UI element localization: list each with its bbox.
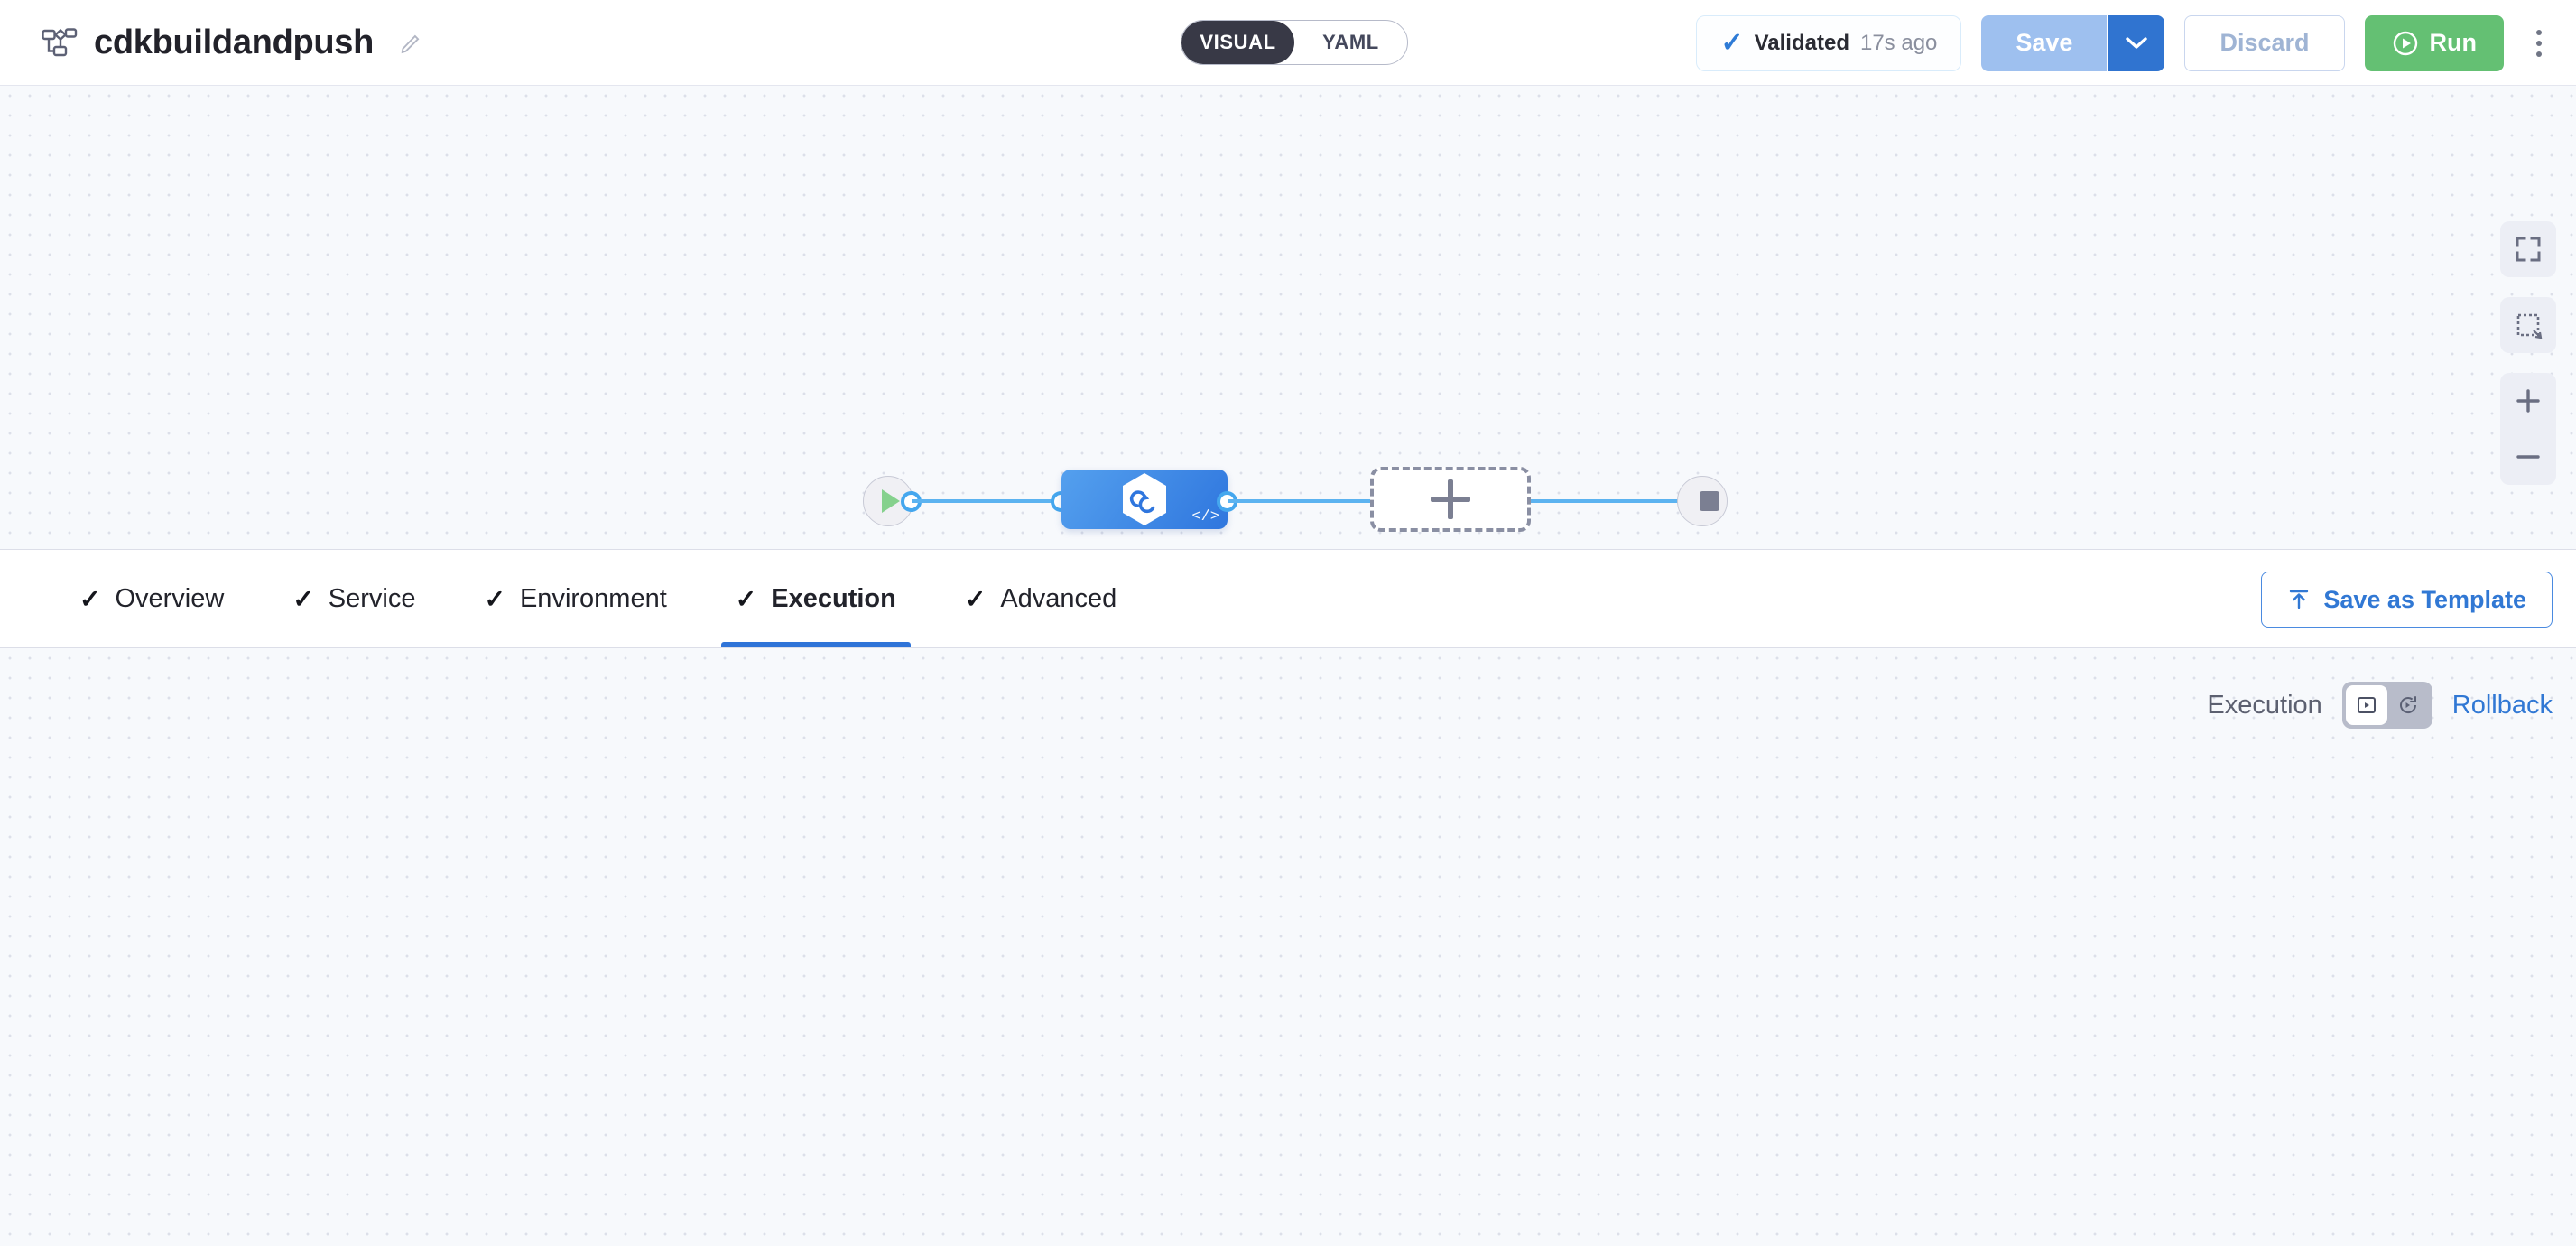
stage-tab-bar: ✓ Overview ✓ Service ✓ Environment ✓ Exe…: [0, 549, 2576, 648]
play-start-icon: [881, 489, 900, 513]
run-label: Run: [2429, 29, 2477, 56]
status-badge: ✓ Validated 17s ago: [1696, 14, 1962, 71]
stage-code-badge: </>: [1191, 508, 1219, 525]
tab-label: Advanced: [1000, 583, 1117, 613]
tab-label: Overview: [115, 583, 225, 613]
save-split-button[interactable]: Save: [1981, 14, 2165, 71]
check-icon: ✓: [964, 584, 987, 613]
save-as-template-label: Save as Template: [2323, 585, 2526, 613]
app-header: cdkbuildandpush VISUAL YAML ✓ Validated …: [0, 0, 2576, 86]
rollback-view-icon[interactable]: [2387, 685, 2429, 725]
check-icon: ✓: [79, 584, 101, 613]
mode-option-visual[interactable]: VISUAL: [1181, 21, 1294, 64]
execution-view-icon[interactable]: [2345, 685, 2387, 725]
header-actions: ✓ Validated 17s ago Save Discard Run: [1696, 0, 2554, 86]
execution-canvas[interactable]: Execution Rollback: [0, 648, 2576, 1246]
plus-icon[interactable]: [2500, 373, 2556, 429]
fullscreen-icon[interactable]: [2500, 221, 2556, 277]
execution-label: Execution: [2207, 690, 2322, 720]
link-stage-to-addstage: [1228, 499, 1372, 503]
rollback-label[interactable]: Rollback: [2451, 690, 2553, 720]
save-button[interactable]: Save: [1981, 14, 2109, 71]
validated-time: 17s ago: [1859, 30, 1938, 55]
tab-label: Execution: [771, 583, 896, 613]
header-left: cdkbuildandpush: [0, 23, 422, 62]
pipeline-canvas[interactable]: </> ckd Add Stage: [0, 86, 2576, 600]
check-icon: ✓: [1720, 27, 1744, 58]
tab-label: Service: [328, 583, 416, 613]
validated-label: Validated: [1754, 30, 1849, 55]
mode-toggle[interactable]: VISUAL YAML: [1181, 20, 1408, 65]
tab-overview[interactable]: ✓ Overview: [45, 550, 258, 647]
pipeline-graph-icon: [42, 28, 78, 57]
tab-label: Environment: [519, 583, 667, 613]
link-addstage-to-end: [1531, 499, 1691, 503]
kebab-menu-icon[interactable]: [2524, 15, 2554, 71]
run-button[interactable]: Run: [2364, 14, 2504, 71]
stage-node-ckd[interactable]: </>: [1061, 470, 1228, 529]
tab-service[interactable]: ✓ Service: [258, 550, 449, 647]
harness-hexagon-icon: [1123, 473, 1166, 525]
link-start-to-stage: [912, 499, 1060, 503]
save-as-template-button[interactable]: Save as Template: [2261, 572, 2553, 628]
tab-environment[interactable]: ✓ Environment: [450, 550, 701, 647]
exec-mode-switch[interactable]: [2341, 682, 2432, 729]
zoom-controls: [2500, 373, 2556, 485]
check-icon: ✓: [735, 584, 757, 613]
tab-advanced[interactable]: ✓ Advanced: [931, 550, 1151, 647]
mode-option-yaml[interactable]: YAML: [1322, 31, 1379, 53]
page-title: cdkbuildandpush: [94, 23, 375, 61]
tab-execution[interactable]: ✓ Execution: [701, 550, 931, 647]
execution-rollback-toggle: Execution Rollback: [2207, 682, 2553, 729]
minus-icon[interactable]: [2500, 429, 2556, 485]
pencil-edit-icon[interactable]: [399, 31, 422, 54]
canvas-controls: [2500, 221, 2556, 485]
pipeline-end-node[interactable]: [1677, 476, 1728, 526]
play-circle-icon: [2393, 31, 2417, 55]
marquee-select-icon[interactable]: [2500, 297, 2556, 353]
add-stage-button[interactable]: [1370, 467, 1531, 532]
plus-icon: [1431, 479, 1470, 519]
check-icon: ✓: [292, 584, 314, 613]
chevron-down-icon[interactable]: [2108, 14, 2165, 71]
tabs: ✓ Overview ✓ Service ✓ Environment ✓ Exe…: [0, 550, 1151, 647]
check-icon: ✓: [484, 584, 505, 613]
discard-button[interactable]: Discard: [2184, 14, 2345, 71]
template-upload-icon: [2290, 590, 2309, 609]
stop-end-icon: [1700, 491, 1719, 511]
